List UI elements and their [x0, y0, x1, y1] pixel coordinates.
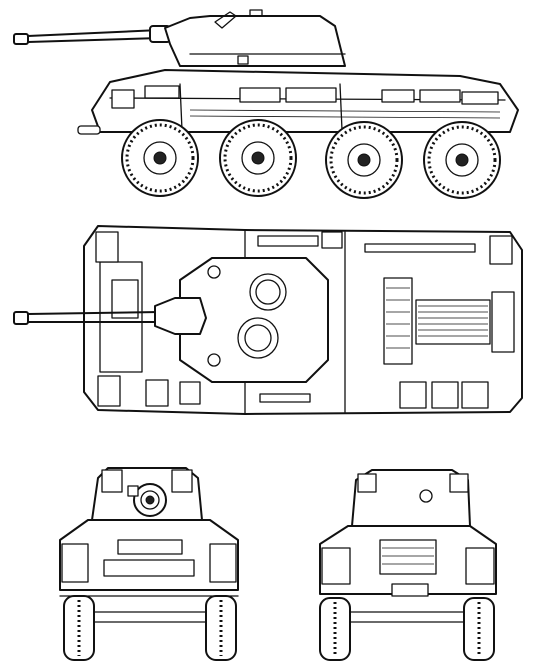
front-view	[59, 467, 239, 661]
side-hull	[77, 69, 519, 135]
rear-wheel-left	[319, 597, 351, 661]
side-view	[13, 9, 519, 199]
top-engine-grille	[383, 277, 515, 365]
side-turret	[164, 9, 346, 67]
side-wheel-4	[423, 121, 501, 199]
front-wheel-left	[63, 595, 95, 661]
side-wheel-1	[121, 119, 199, 197]
front-wheel-right	[205, 595, 237, 661]
side-wheel-2	[219, 119, 297, 197]
front-gun-mantlet	[127, 483, 167, 517]
side-gun-barrel	[13, 25, 171, 45]
rear-view	[319, 469, 497, 661]
side-wheel-3	[325, 121, 403, 199]
rear-wheel-right	[463, 597, 495, 661]
top-gun-barrel	[13, 297, 207, 335]
top-view	[13, 225, 523, 415]
top-turret	[179, 257, 329, 383]
